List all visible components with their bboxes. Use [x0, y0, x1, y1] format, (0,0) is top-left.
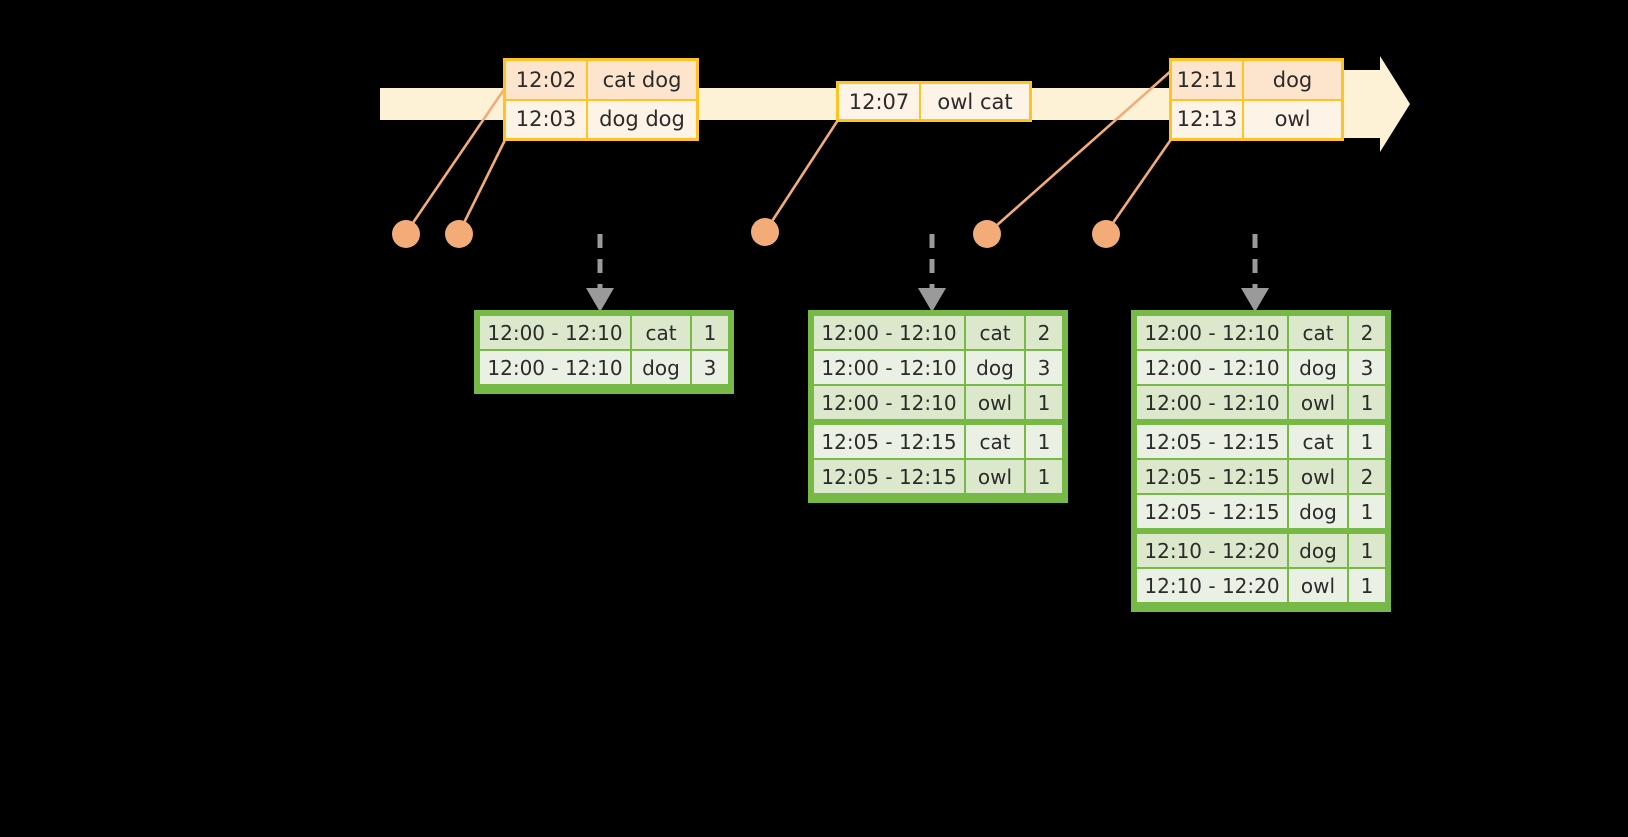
window-cell: 12:00 - 12:10 [814, 351, 964, 384]
count-cell: 1 [1026, 386, 1062, 419]
window-cell: 12:05 - 12:15 [1137, 425, 1287, 458]
event-words: dog [1244, 61, 1341, 99]
window-cell: 12:00 - 12:10 [814, 386, 964, 419]
word-cell: dog [1289, 534, 1347, 567]
count-cell: 1 [1349, 425, 1385, 458]
window-cell: 12:05 - 12:15 [1137, 460, 1287, 493]
word-cell: owl [966, 386, 1024, 419]
event-time: 12:07 [839, 84, 921, 119]
word-cell: cat [1289, 316, 1347, 349]
emit-arrows [597, 234, 1258, 293]
count-cell: 1 [1349, 569, 1385, 602]
event-row[interactable]: 12:07 owl cat [839, 84, 1029, 119]
event-words: owl cat [921, 84, 1029, 119]
window-cell: 12:00 - 12:10 [814, 316, 964, 349]
count-cell: 2 [1349, 460, 1385, 493]
count-cell: 3 [1349, 351, 1385, 384]
window-cell: 12:00 - 12:10 [480, 316, 630, 349]
marker-5-icon [1092, 220, 1120, 248]
event-time: 12:11 [1172, 61, 1244, 99]
marker-1-icon [392, 220, 420, 248]
event-time: 12:02 [506, 61, 588, 99]
event-row[interactable]: 12:13 owl [1172, 98, 1341, 138]
window-cell: 12:10 - 12:20 [1137, 569, 1287, 602]
count-cell: 2 [1026, 316, 1062, 349]
count-cell: 1 [1026, 460, 1062, 493]
count-cell: 1 [1026, 425, 1062, 458]
count-cell: 2 [1349, 316, 1385, 349]
count-cell: 1 [692, 316, 728, 349]
word-cell: cat [1289, 425, 1347, 458]
window-cell: 12:00 - 12:10 [1137, 386, 1287, 419]
word-cell: owl [966, 460, 1024, 493]
window-cell: 12:00 - 12:10 [1137, 316, 1287, 349]
marker-3-icon [751, 218, 779, 246]
event-row[interactable]: 12:02 cat dog [506, 61, 696, 99]
window-cell: 12:10 - 12:20 [1137, 534, 1287, 567]
marker-4-icon [973, 220, 1001, 248]
window-cell: 12:05 - 12:15 [814, 425, 964, 458]
count-cell: 1 [1349, 495, 1385, 528]
word-cell: cat [632, 316, 690, 349]
count-cell: 3 [692, 351, 728, 384]
event-box-1[interactable]: 12:02 cat dog 12:03 dog dog [503, 58, 699, 141]
event-row[interactable]: 12:03 dog dog [506, 98, 696, 138]
count-cell: 1 [1349, 534, 1385, 567]
word-cell: dog [1289, 351, 1347, 384]
event-markers [392, 218, 1120, 248]
event-time: 12:13 [1172, 100, 1244, 138]
marker-2-icon [445, 220, 473, 248]
word-cell: owl [1289, 386, 1347, 419]
word-cell: dog [1289, 495, 1347, 528]
event-time: 12:03 [506, 100, 588, 138]
event-words: cat dog [588, 61, 696, 99]
emit-arrow-heads [586, 288, 1269, 312]
window-cell: 12:00 - 12:10 [1137, 351, 1287, 384]
event-row[interactable]: 12:11 dog [1172, 61, 1341, 99]
word-cell: owl [1289, 460, 1347, 493]
event-words: owl [1244, 100, 1341, 138]
count-cell: 3 [1026, 351, 1062, 384]
word-cell: owl [1289, 569, 1347, 602]
window-cell: 12:00 - 12:10 [480, 351, 630, 384]
window-cell: 12:05 - 12:15 [1137, 495, 1287, 528]
event-box-2[interactable]: 12:07 owl cat [836, 81, 1032, 122]
window-cell: 12:05 - 12:15 [814, 460, 964, 493]
event-words: dog dog [588, 100, 696, 138]
word-cell: cat [966, 316, 1024, 349]
count-cell: 1 [1349, 386, 1385, 419]
word-cell: dog [966, 351, 1024, 384]
event-box-3[interactable]: 12:11 dog 12:13 owl [1169, 58, 1344, 141]
word-cell: cat [966, 425, 1024, 458]
word-cell: dog [632, 351, 690, 384]
